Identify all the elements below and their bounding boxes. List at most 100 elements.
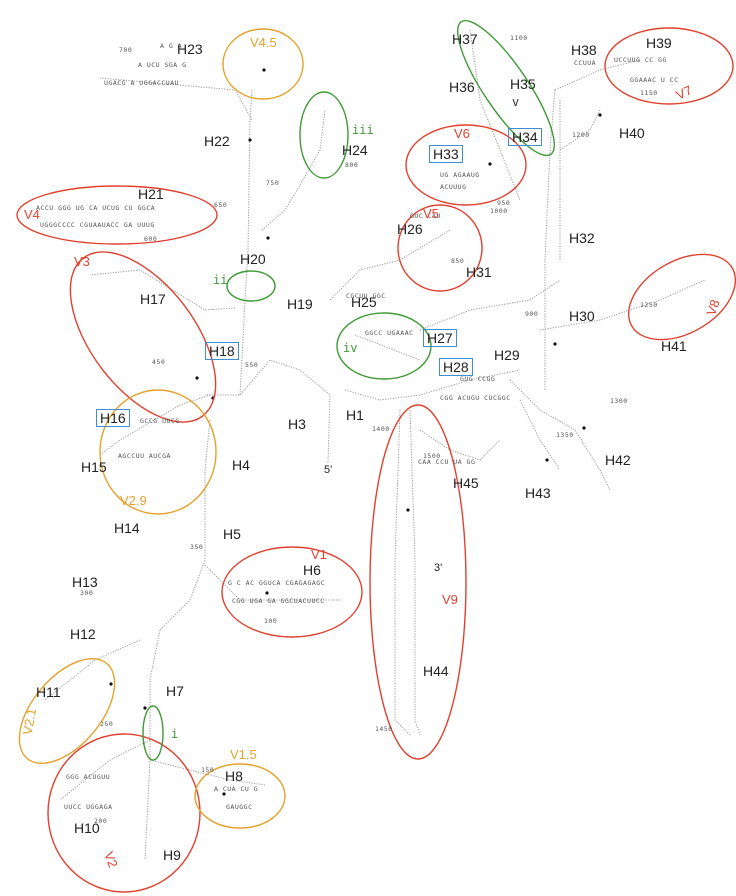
position-number: 1100 — [510, 34, 528, 42]
v2-circle — [47, 733, 201, 893]
position-number: 600 — [144, 235, 158, 243]
position-number: 900 — [525, 310, 539, 318]
position-number: 1400 — [372, 425, 390, 433]
variable-region-v4: V4 — [24, 207, 40, 222]
helix-label-h40: H40 — [619, 125, 645, 141]
insertion-label-iii: iii — [352, 123, 374, 137]
variable-region-v1: V1 — [311, 547, 327, 562]
h38-sequence: CCUUA — [574, 59, 597, 67]
helix-label-h14: H14 — [114, 520, 140, 536]
variable-region-v1-5: V1.5 — [230, 747, 257, 762]
h15-sequence: AGCCUU AUCGA — [118, 452, 171, 460]
variable-region-v6: V6 — [454, 126, 470, 141]
h23-loop-sequence: A UCU SGA G — [138, 61, 187, 69]
helix-label-h6: H6 — [303, 562, 321, 578]
helix-label-h39: H39 — [646, 35, 672, 51]
v2-1-circle — [18, 658, 116, 764]
position-number: 1500 — [423, 452, 441, 460]
helix-label-h32: H32 — [569, 230, 595, 246]
helix-label-h4: H4 — [232, 457, 250, 473]
helix-label-h21: H21 — [138, 186, 164, 202]
v-circle — [456, 19, 556, 157]
helix-label-h43: H43 — [525, 485, 551, 501]
helix-label-h12: H12 — [70, 626, 96, 642]
position-number: 1200 — [572, 131, 590, 139]
iii-circle — [299, 91, 349, 179]
h28-sequence: GUG CCGG — [460, 375, 496, 383]
helix-label-h13: H13 — [72, 574, 98, 590]
v6-circle — [405, 124, 527, 206]
v9-circle — [369, 404, 467, 760]
h33-bottom-sequence: ACUUUG — [440, 183, 467, 191]
h10-bottom-sequence: UUCC UGGAGA — [64, 803, 113, 811]
position-number: 550 — [245, 361, 259, 369]
backbone-strands — [44, 29, 706, 861]
variable-region-v9: V9 — [442, 592, 458, 607]
helix-label-h44: H44 — [423, 663, 449, 679]
h8-bottom-sequence: GAUGGC — [226, 803, 253, 811]
insertion-label-ii: ii — [213, 273, 228, 287]
position-number: 1450 — [375, 725, 393, 733]
helix-label-h41: H41 — [661, 338, 687, 354]
h23-stem-sequence: UGACG A UGGACCUAU — [104, 79, 180, 87]
position-number: 750 — [266, 179, 280, 187]
position-number: 450 — [152, 358, 166, 366]
helix-label-h26: H26 — [397, 221, 423, 237]
pairing-dots — [109, 68, 602, 796]
v1-circle — [221, 546, 363, 638]
h25-sequence: CGCUU GGC — [346, 292, 386, 300]
h29-sequence: CGG ACUGU CUCGGC — [440, 394, 511, 402]
h23-top-sequence: A G A — [160, 42, 183, 50]
helix-label-h18: H18 — [205, 342, 239, 360]
h10-top-sequence: GGG ACUGUU — [66, 773, 111, 781]
position-number: 850 — [451, 257, 465, 265]
helix-label-h28: H28 — [439, 358, 473, 376]
position-number: 1350 — [556, 431, 574, 439]
h27-sequence: GGCC UGAAAC — [365, 329, 414, 337]
insertion-label-iv: iv — [343, 341, 358, 355]
v4-5-circle — [222, 28, 304, 100]
position-number: 200 — [94, 817, 108, 825]
h21-top-sequence: ACCU GGG UG CA UCUG CU GGCA — [36, 204, 156, 212]
helix-label-h17: H17 — [140, 291, 166, 307]
helix-label-h42: H42 — [605, 452, 631, 468]
helix-label-h38: H38 — [571, 42, 597, 58]
h33-sequence: UG AGAAUG — [440, 171, 480, 179]
position-number: 1150 — [640, 89, 658, 97]
helix-label-h29: H29 — [494, 347, 520, 363]
v1-5-circle — [194, 763, 286, 829]
position-number: 650 — [214, 201, 228, 209]
variable-region-v4-5: V4.5 — [250, 35, 277, 50]
position-number: 950 — [497, 199, 511, 207]
helix-label-h23: H23 — [177, 41, 203, 57]
insertion-label-i: i — [171, 727, 179, 741]
v5-circle — [397, 204, 483, 292]
helix-label-h15: H15 — [81, 459, 107, 475]
helix-label-h24: H24 — [342, 142, 368, 158]
helix-label-h36: H36 — [449, 79, 475, 95]
v2-9-circle — [99, 389, 217, 515]
five-prime-end-label: 5' — [324, 464, 333, 476]
helix-label-h5: H5 — [223, 526, 241, 542]
helix-label-h37: H37 — [452, 31, 478, 47]
variable-region-v3: V3 — [74, 254, 90, 269]
helix-label-h7: H7 — [166, 683, 184, 699]
position-number: 700 — [119, 46, 133, 54]
position-number: 150 — [201, 766, 215, 774]
h8-sequence: A CUA CU G — [214, 785, 259, 793]
position-number: 300 — [80, 589, 94, 597]
three-prime-end-label: 3' — [434, 562, 443, 574]
h39-top-sequence: UCCUUG CC GG — [614, 56, 667, 64]
h21-bottom-sequence: UGGGCCCC CGUAAUACC GA UUUG — [40, 221, 155, 229]
h45-sequence: CAA CCU UA GG — [418, 458, 476, 466]
helix-label-h34: H34 — [508, 128, 542, 146]
helix-label-h30: H30 — [569, 308, 595, 324]
helix-label-h3: H3 — [288, 416, 306, 432]
helix-label-h11: H11 — [36, 684, 61, 700]
helix-label-h10: H10 — [74, 820, 100, 836]
helix-label-h35: H35 — [510, 76, 536, 92]
h6-bottom-sequence: CGG UGA GA GGCUACUUCC — [232, 597, 325, 605]
helix-label-h27: H27 — [423, 329, 457, 347]
